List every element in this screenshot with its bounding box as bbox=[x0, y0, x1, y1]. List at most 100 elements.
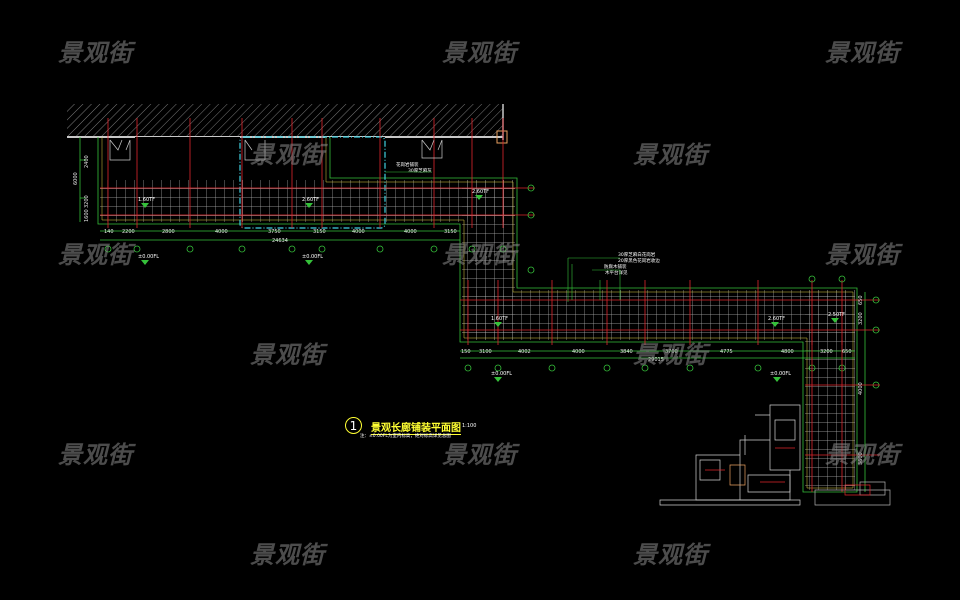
dimension-label: 3200 bbox=[858, 312, 864, 325]
elevation-marker bbox=[771, 322, 779, 327]
adjacent-building-plan bbox=[659, 404, 891, 506]
dimension-label: 4000 bbox=[404, 229, 417, 235]
dimension-label: 140 bbox=[104, 229, 114, 235]
axis-bubble bbox=[808, 275, 816, 283]
dimension-label: 150 bbox=[461, 349, 471, 355]
elevation-marker bbox=[475, 195, 483, 200]
axis-bubble bbox=[641, 364, 649, 372]
drawing-note: 注：±0.00FL为室内标高，绝对标高详见总图 bbox=[360, 434, 451, 439]
axis-bubble bbox=[238, 245, 246, 253]
axis-bubble bbox=[603, 364, 611, 372]
elevation-marker bbox=[305, 203, 313, 208]
dimension-label: 2200 bbox=[122, 229, 135, 235]
dimension-total: 24634 bbox=[272, 238, 288, 244]
dimension-label: 4000 bbox=[215, 229, 228, 235]
drawing-title: 景观长廊铺装平面图 bbox=[371, 419, 461, 435]
dimension-label: 3150 bbox=[444, 229, 457, 235]
dimension-label: 4000 bbox=[352, 229, 365, 235]
dimension-label: 4002 bbox=[518, 349, 531, 355]
axis-bubble bbox=[318, 245, 326, 253]
paving-grid bbox=[100, 137, 855, 490]
watermark: 景观街 bbox=[250, 341, 325, 369]
watermark: 景观街 bbox=[633, 141, 708, 169]
callout-label: 30厚芝麻灰 bbox=[408, 167, 432, 174]
elevation-marker bbox=[773, 377, 781, 382]
axis-bubble bbox=[468, 245, 476, 253]
dimension-label: 3700 bbox=[665, 349, 678, 355]
axis-lines bbox=[100, 118, 880, 492]
elevation-label: ±0.00FL bbox=[770, 371, 791, 377]
callout-label: 花岗岩铺装 bbox=[396, 161, 419, 168]
watermark: 景观街 bbox=[442, 441, 517, 469]
axis-bubble bbox=[548, 364, 556, 372]
elevation-marker bbox=[494, 322, 502, 327]
dimension-label: 3200 bbox=[84, 195, 90, 208]
dimension-label: 4000 bbox=[858, 382, 864, 395]
elevation-label: ±0.00FL bbox=[302, 254, 323, 260]
axis-bubble bbox=[499, 245, 507, 253]
watermark: 景观街 bbox=[58, 39, 133, 67]
axis-bubble bbox=[527, 184, 535, 192]
elevation-marker bbox=[494, 377, 502, 382]
annotations: 140 2200 2800 4000 3750 3150 4000 4000 3150 24634… bbox=[73, 155, 864, 465]
callout-leader bbox=[567, 257, 621, 302]
callout-label: 木平台详见 bbox=[605, 269, 628, 276]
callout-label: 20厚黑色花岗岩收边 bbox=[618, 257, 660, 264]
drawing-scale: 1:100 bbox=[462, 423, 477, 429]
axis-bubble bbox=[288, 245, 296, 253]
dashed-pergola-outline bbox=[239, 136, 386, 229]
watermark: 景观街 bbox=[825, 241, 900, 269]
elevation-label: 2.60TF bbox=[302, 197, 319, 203]
elevation-label: 2.50TF bbox=[828, 312, 845, 318]
axis-bubble bbox=[527, 266, 535, 274]
elevation-marker bbox=[831, 318, 839, 323]
watermark: 景观街 bbox=[250, 141, 325, 169]
dimension-label: 2800 bbox=[162, 229, 175, 235]
callout-label: 防腐木铺装 bbox=[604, 263, 627, 270]
axis-bubble bbox=[464, 364, 472, 372]
watermark: 景观街 bbox=[633, 341, 708, 369]
watermark: 景观街 bbox=[58, 241, 133, 269]
dimension-label: 3840 bbox=[620, 349, 633, 355]
dimension-label: 650 bbox=[842, 349, 852, 355]
axis-bubble bbox=[104, 245, 112, 253]
dimension-total: 6000 bbox=[73, 172, 79, 185]
corridor-outline bbox=[79, 137, 866, 493]
axis-bubble bbox=[430, 245, 438, 253]
elevation-label: 1.60TF bbox=[138, 197, 155, 203]
dimension-label: 4800 bbox=[781, 349, 794, 355]
dimension-label: 4000 bbox=[572, 349, 585, 355]
elevation-label: 1.60TF bbox=[491, 316, 508, 322]
watermark: 景观街 bbox=[825, 441, 900, 469]
axis-bubble bbox=[376, 245, 384, 253]
watermark: 景观街 bbox=[633, 541, 708, 569]
elevation-marker bbox=[305, 260, 313, 265]
axis-bubble bbox=[494, 364, 502, 372]
watermark: 景观街 bbox=[250, 541, 325, 569]
watermark: 景观街 bbox=[442, 39, 517, 67]
dimension-label: 3100 bbox=[479, 349, 492, 355]
dimension-label: 3600 bbox=[858, 452, 864, 465]
watermark: 景观街 bbox=[442, 241, 517, 269]
dimension-label: 2400 bbox=[84, 155, 90, 168]
elevation-marker bbox=[141, 203, 149, 208]
elevation-label: ±0.00FL bbox=[138, 254, 159, 260]
axis-bubble bbox=[186, 245, 194, 253]
dimension-total: 29015 bbox=[648, 357, 664, 363]
doors bbox=[109, 139, 443, 161]
axis-bubble bbox=[872, 296, 880, 304]
elevation-marker bbox=[141, 260, 149, 265]
watermark: 景观街 bbox=[58, 441, 133, 469]
watermark: 景观街 bbox=[825, 39, 900, 67]
axis-bubble bbox=[838, 275, 846, 283]
dimension-label: 3750 bbox=[268, 229, 281, 235]
elevation-label: 2.60TF bbox=[768, 316, 785, 322]
axis-bubble bbox=[686, 364, 694, 372]
dimension-label: 3150 bbox=[313, 229, 326, 235]
drawing-number-circle: 1 bbox=[345, 417, 362, 434]
callout-label: 30厚芝麻白花岗岩 bbox=[618, 251, 656, 258]
dimension-label: 1600 bbox=[84, 209, 90, 222]
axis-bubble bbox=[133, 245, 141, 253]
